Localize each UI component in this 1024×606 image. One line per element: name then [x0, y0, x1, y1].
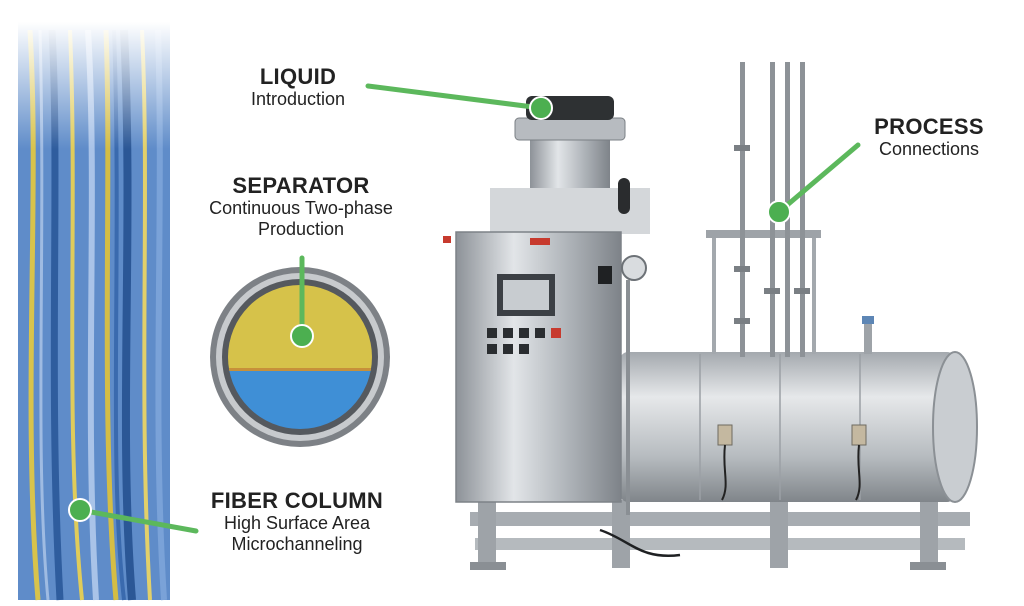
fiber-leader-line [77, 507, 199, 534]
liquid-subtitle: Introduction [250, 89, 346, 110]
process-callout-dot [767, 200, 791, 224]
control-cabinet [443, 231, 681, 558]
separator-subtitle-line2: Production [257, 218, 345, 239]
process-title: PROCESS [874, 114, 984, 139]
separator-sight-glass [210, 267, 390, 447]
process-leader-line [776, 142, 861, 215]
liquid-title: LIQUID [259, 64, 337, 89]
fiber-column-subtitle-line2: Microchanneling [231, 533, 363, 554]
fiber-column-image [18, 22, 170, 601]
vertical-column [490, 96, 650, 235]
separator-callout-dot [290, 324, 314, 348]
process-subtitle: Connections [878, 139, 980, 160]
fiber-column-title: FIBER COLUMN [210, 488, 384, 513]
callout-leaders [77, 83, 861, 534]
fiber-callout-dot [68, 498, 92, 522]
separator-subtitle-line1: Continuous Two-phase [209, 198, 393, 219]
liquid-callout: LIQUID Introduction [228, 64, 368, 110]
callout-dots [68, 96, 791, 522]
liquid-leader-line [365, 83, 544, 111]
skid-frame [470, 500, 970, 570]
process-callout: PROCESS Connections [854, 114, 1004, 160]
fiber-column-callout: FIBER COLUMN High Surface Area Microchan… [186, 488, 408, 555]
process-piping [706, 62, 821, 357]
separator-callout: SEPARATOR Continuous Two-phase Productio… [166, 173, 436, 240]
horizontal-vessel [620, 316, 978, 503]
separator-title: SEPARATOR [232, 173, 370, 198]
fiber-column-subtitle-line1: High Surface Area [223, 513, 371, 534]
liquid-callout-dot [529, 96, 553, 120]
